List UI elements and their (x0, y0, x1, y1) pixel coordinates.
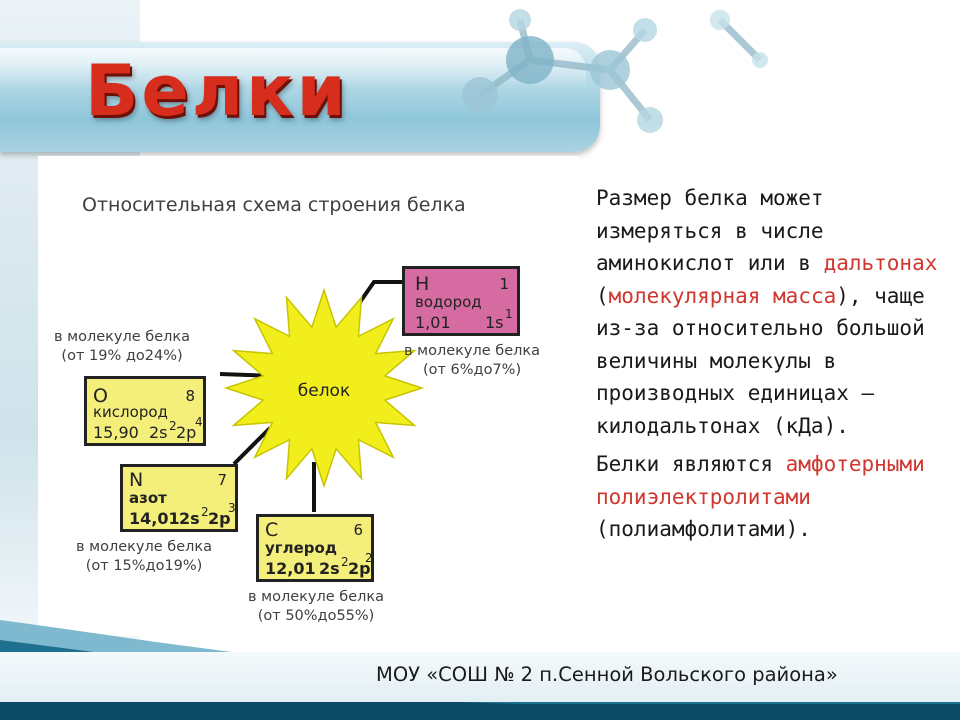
protein-star (223, 287, 425, 489)
description-text: Размер белка может измеряться в числе ам… (596, 182, 956, 546)
oxygen-config-p: 2p (176, 423, 197, 442)
oxygen-symbol: O (93, 385, 108, 407)
p1-daltons: дальтонах (823, 251, 938, 275)
carbon-name: углерод (265, 539, 337, 557)
p2-amphoteric: амфотерными полиэлектролитами (596, 452, 925, 509)
oxygen-name: кислород (93, 403, 168, 421)
carbon-symbol: C (265, 519, 279, 541)
hydrogen-caption-line2: (от 6%до7%) (422, 362, 522, 378)
nitrogen-config-p: 2p (208, 509, 231, 528)
oxygen-number: 8 (185, 387, 195, 405)
hydrogen-card: H 1 водород 1,01 1s 1 (402, 266, 520, 336)
carbon-config-s: 2s (319, 559, 340, 578)
star-label: белок (298, 381, 350, 401)
nitrogen-config-p-sup: 3 (228, 501, 236, 515)
oxygen-mass: 15,90 (93, 423, 139, 442)
carbon-mass: 12,01 (265, 559, 316, 578)
hydrogen-mass: 1,01 (415, 313, 451, 332)
paragraph-size: Размер белка может измеряться в числе ам… (596, 182, 956, 442)
diagram-panel: Относительная схема строения белка белок… (38, 156, 578, 636)
oxygen-config-s-sup: 2 (169, 419, 177, 433)
carbon-config-s-sup: 2 (341, 555, 349, 569)
header-band (0, 42, 600, 152)
oxygen-config-p-sup: 4 (195, 415, 203, 429)
oxygen-card: O 8 кислород 15,90 2s 2 2p 4 (84, 376, 206, 446)
p1-part-b: ( (596, 283, 609, 308)
oxygen-config-s: 2s (149, 423, 168, 442)
carbon-caption-line1: в молекуле белка (248, 589, 385, 605)
diagram-title: Относительная схема строения белка (82, 194, 466, 216)
oxygen-caption-line2: (от 19% до24%) (61, 348, 183, 364)
hydrogen-symbol: H (415, 273, 430, 295)
hydrogen-number: 1 (499, 275, 509, 293)
nitrogen-symbol: N (129, 469, 144, 491)
oxygen-caption: в молекуле белка (от 19% до24%) (54, 328, 190, 366)
p1-molecular-mass: молекулярная масса (608, 283, 837, 308)
p2-part-b: (полиамфолитами). (596, 517, 811, 541)
nitrogen-caption: в молекуле белка (от 15%до19%) (76, 538, 212, 576)
nitrogen-caption-line2: (от 15%до19%) (85, 558, 203, 574)
diagram-graphics: белок (219, 280, 425, 512)
connector-nitrogen (232, 426, 272, 466)
hydrogen-config-sup: 1 (505, 307, 513, 321)
carbon-card: C 6 углерод 12,01 2s 2 2p 2 (256, 514, 374, 582)
hydrogen-caption: в молекуле белка (от 6%до7%) (404, 342, 540, 380)
nitrogen-caption-line1: в молекуле белка (76, 539, 213, 555)
hydrogen-config: 1s (485, 313, 504, 332)
footer-bar (0, 652, 960, 702)
slide-title: Белки (85, 50, 349, 132)
nitrogen-name: азот (129, 489, 167, 507)
carbon-caption-line2: (от 50%до55%) (257, 608, 375, 624)
molecule-decoration (462, 9, 768, 133)
hydrogen-caption-line1: в молекуле белка (404, 343, 541, 359)
nitrogen-config-s: 2s (179, 509, 200, 528)
carbon-config-p-sup: 2 (365, 551, 373, 565)
oxygen-caption-line1: в молекуле белка (54, 329, 191, 345)
carbon-number: 6 (353, 521, 363, 539)
p1-part-c: ), чаще из-за относительно большой велич… (596, 283, 925, 438)
hydrogen-name: водород (415, 293, 482, 311)
nitrogen-config-s-sup: 2 (201, 505, 209, 519)
p2-part-a: Белки являются (596, 452, 786, 476)
carbon-caption: в молекуле белка (от 50%до55%) (248, 588, 384, 626)
nitrogen-card: N 7 азот 14,01 2s 2 2p 3 (120, 464, 238, 532)
footer-school-name: МОУ «СОШ № 2 п.Сенной Вольского района» (376, 663, 838, 686)
nitrogen-number: 7 (217, 471, 227, 489)
nitrogen-mass: 14,01 (129, 509, 180, 528)
p1-part-a: Размер белка может измеряться в числе ам… (596, 186, 824, 275)
paragraph-amphoteric: Белки являются амфотерными полиэлектроли… (596, 448, 956, 546)
carbon-config-p: 2p (348, 559, 371, 578)
